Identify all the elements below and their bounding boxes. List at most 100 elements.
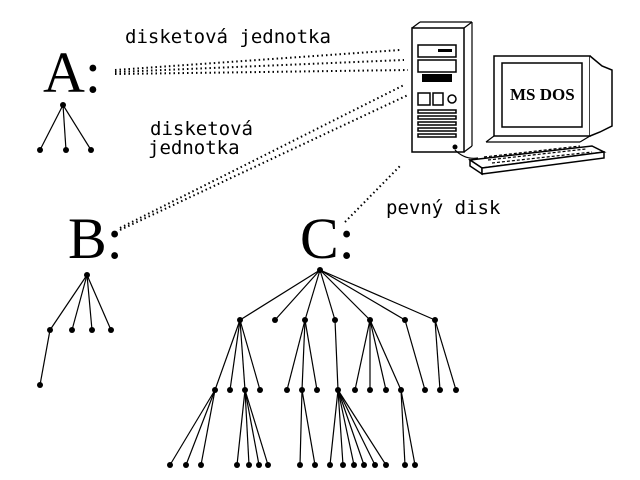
tree-c-node (372, 462, 378, 468)
tree-c-node (335, 387, 341, 393)
floppy-b-caption-line2: jednotka (148, 137, 240, 159)
tree-c-node (312, 462, 318, 468)
tree-a-node (60, 102, 66, 108)
tree-a-node (37, 147, 43, 153)
tree-c-edge (200, 389, 216, 466)
tree-c-edge (244, 389, 250, 466)
tree-c-node (361, 462, 367, 468)
tree-b-edge (86, 274, 93, 331)
tree-c-node (242, 387, 248, 393)
tree-c-node (398, 387, 404, 393)
tree-c-node (352, 387, 358, 393)
tree-c-edge (244, 389, 260, 466)
floppy-a-caption: disketová jednotka (125, 26, 331, 48)
tree-b-edge (86, 274, 112, 331)
tree-c-node (256, 462, 262, 468)
tree-c-edge (434, 319, 457, 391)
tree-c-node (246, 462, 252, 468)
tree-c-node (367, 387, 373, 393)
tree-c-edge (369, 319, 387, 391)
tree-c-edge (337, 389, 387, 466)
tree-c-edge (337, 389, 344, 466)
hard-disk-caption: pevný disk (386, 197, 501, 219)
tree-c-node (212, 387, 218, 393)
tree-c-node (272, 317, 278, 323)
tree-c-edge (337, 389, 376, 466)
tree-c-node (383, 387, 389, 393)
tree-a-edge (62, 104, 92, 151)
tree-c-node (167, 462, 173, 468)
tree-a (37, 102, 94, 153)
tree-c-edge (329, 389, 339, 466)
tree-c-edge (334, 319, 339, 391)
tree-c-edge (239, 319, 261, 391)
tree-c-edge (434, 319, 441, 391)
connection-b-1 (119, 84, 405, 229)
tree-b (37, 272, 114, 388)
tree-c-node (198, 462, 204, 468)
tree-c-edge (369, 319, 402, 391)
tree-c-edge (286, 319, 306, 391)
tree-b-node (37, 382, 43, 388)
tree-c-node (237, 317, 243, 323)
tree-c-node (265, 462, 271, 468)
tree-b-node (69, 327, 75, 333)
tree-c-edge (319, 269, 436, 321)
tree-c-edge (337, 389, 365, 466)
tree-b-node (84, 272, 90, 278)
tree-c-edge (185, 389, 216, 466)
tree-c-node (227, 387, 233, 393)
tree-a-edge (39, 104, 64, 151)
floppy-b-caption-line1: disketová (150, 118, 253, 140)
connection-a-1 (114, 49, 401, 71)
tree-c-edge (354, 319, 371, 391)
tree-c-edge (214, 319, 241, 391)
tree-c-node (299, 387, 305, 393)
tree-c-edge (304, 319, 318, 391)
tree-c-node (383, 462, 389, 468)
tree-a-edge (62, 104, 67, 151)
tree-c-edge (244, 389, 269, 466)
tree-c-node (183, 462, 189, 468)
tree-c-node (422, 387, 428, 393)
drive-b-label: B: (68, 206, 123, 271)
tree-c-edge (301, 389, 316, 466)
tree-c-edge (236, 389, 246, 466)
tree-c-node (317, 267, 323, 273)
tree-b-edge (49, 274, 88, 331)
monitor-icon: MS DOS (485, 55, 613, 143)
tree-b-node (89, 327, 95, 333)
tree-a-node (63, 147, 69, 153)
tree-c-edge (301, 319, 306, 391)
tree-c-edge (404, 319, 426, 391)
tree-c-edge (400, 389, 406, 466)
tree-c-node (432, 317, 438, 323)
tree-c-node (351, 462, 357, 468)
tree-b-edge (39, 329, 51, 386)
keyboard-icon (467, 145, 607, 176)
tree-c-edge (319, 269, 371, 321)
connection-lines (114, 49, 409, 231)
tree-c-edge (169, 389, 216, 466)
tree-c-edge (274, 269, 321, 321)
connection-b-2 (119, 94, 409, 231)
tree-c-node (314, 387, 320, 393)
tree-c-node (412, 462, 418, 468)
tree-c-node (257, 387, 263, 393)
tree-b-node (108, 327, 114, 333)
tree-c-edge (239, 269, 321, 321)
tree-c-edge (319, 269, 406, 321)
tree-c-edge (304, 269, 321, 321)
tree-c-node (402, 317, 408, 323)
tree-c-node (297, 462, 303, 468)
tree-c-node (340, 462, 346, 468)
tree-c-node (453, 387, 459, 393)
drive-c-label: C: (300, 206, 355, 271)
pc-tower-icon (411, 21, 473, 153)
tree-c-edge (337, 389, 355, 466)
tree-c-edge (299, 389, 303, 466)
tree-c-node (402, 462, 408, 468)
tree-c-node (327, 462, 333, 468)
tree-b-node (47, 327, 53, 333)
